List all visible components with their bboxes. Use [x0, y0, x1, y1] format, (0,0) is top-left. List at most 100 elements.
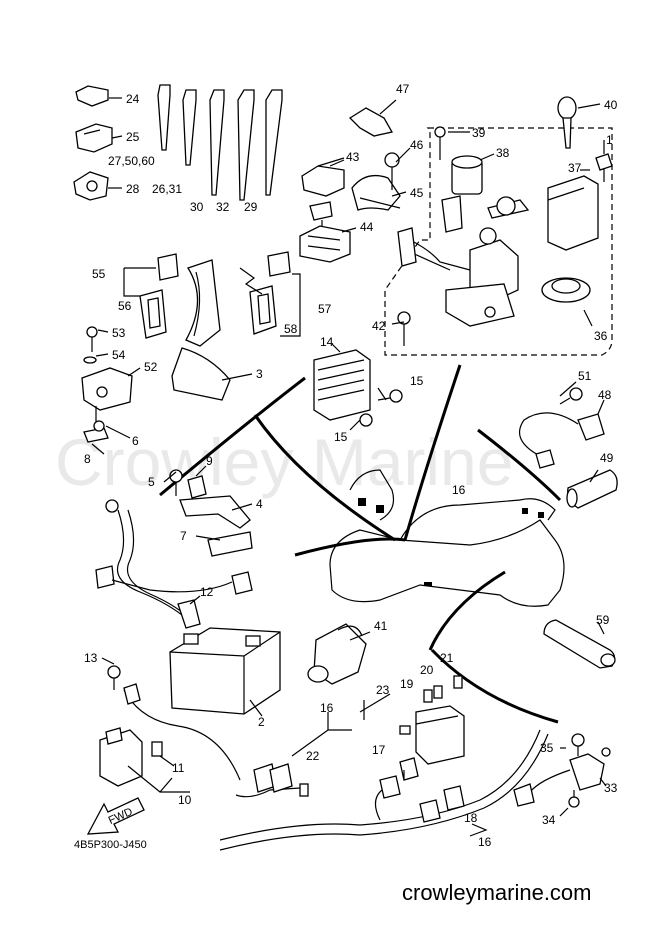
callout-brackets	[127, 693, 488, 837]
main-switch-group	[384, 126, 613, 356]
callout-47: 47	[396, 82, 410, 96]
screw-1	[595, 153, 613, 182]
site-url: crowleymarine.com	[402, 880, 592, 905]
clamp-47	[348, 99, 397, 137]
callout-54: 54	[112, 348, 126, 362]
callout-1: 1	[606, 133, 613, 147]
section-dividers	[159, 364, 562, 724]
screw-46	[384, 152, 400, 190]
callout-23: 23	[376, 683, 390, 697]
callout-28: 28	[126, 182, 140, 196]
callout-32: 32	[216, 200, 230, 214]
callout-27: 27,50,60	[108, 154, 155, 168]
callout-44: 44	[360, 220, 374, 234]
callout-52: 52	[144, 360, 158, 374]
callout-16a: 16	[452, 483, 466, 497]
callout-59: 59	[596, 613, 610, 627]
sensor-48	[519, 387, 605, 469]
callout-15b: 15	[334, 430, 348, 444]
fuse-box-19	[399, 675, 465, 765]
fwd-label: FWD	[107, 806, 135, 827]
callout-49: 49	[600, 451, 614, 465]
callout-38: 38	[496, 146, 510, 160]
relay-bracket-group	[123, 251, 301, 401]
callout-45: 45	[410, 186, 424, 200]
callout-7: 7	[180, 529, 187, 543]
callout-3: 3	[256, 367, 263, 381]
sensor-33	[513, 733, 611, 808]
callout-34: 34	[542, 813, 556, 827]
connector-mark	[538, 512, 544, 518]
callout-48: 48	[598, 388, 612, 402]
callout-6: 6	[132, 434, 139, 448]
callout-16c: 16	[478, 835, 492, 849]
battery-2	[169, 627, 281, 715]
callout-4: 4	[256, 497, 263, 511]
callout-36: 36	[594, 329, 608, 343]
callout-29: 29	[244, 200, 258, 214]
callout-labels: 24 25 27,50,60 28 26,31 30 32 29 47 43 4…	[84, 82, 618, 849]
tube-59	[543, 619, 616, 669]
callout-16b: 16	[320, 701, 334, 715]
callout-57: 57	[318, 302, 332, 316]
callout-19: 19	[400, 677, 414, 691]
callout-33: 33	[604, 781, 618, 795]
motorcycle-outline	[329, 469, 565, 607]
clip-24	[75, 85, 122, 107]
connector-44	[299, 201, 351, 263]
callout-55: 55	[92, 267, 106, 281]
callout-11: 11	[172, 761, 185, 775]
bracket-45	[351, 174, 401, 211]
callout-30: 30	[190, 200, 204, 214]
callout-24: 24	[126, 92, 140, 106]
callout-10: 10	[178, 793, 192, 807]
battery-bracket-4	[169, 469, 253, 557]
watermark-text: Crowley Marine	[55, 425, 513, 499]
regulator-14	[313, 349, 403, 427]
callout-9: 9	[206, 454, 213, 468]
callout-21: 21	[440, 651, 454, 665]
callout-43: 43	[346, 150, 360, 164]
callout-2: 2	[258, 715, 265, 729]
clip-25	[75, 123, 123, 153]
connector-mark	[424, 582, 432, 586]
starter-relay-10	[99, 665, 241, 787]
tube-49	[566, 469, 618, 509]
callout-15a: 15	[410, 374, 424, 388]
callout-58: 58	[284, 322, 298, 336]
sensor-41	[307, 623, 367, 685]
battery-cables	[95, 499, 253, 629]
connector-mark	[376, 505, 384, 513]
cable-ties	[157, 84, 283, 201]
callout-18: 18	[464, 811, 478, 825]
callout-20: 20	[420, 663, 434, 677]
key-40	[557, 96, 577, 149]
mount-parts-52	[81, 326, 133, 443]
callout-40: 40	[604, 98, 618, 112]
callout-41: 41	[374, 619, 388, 633]
callout-42: 42	[372, 319, 386, 333]
connector-mark	[522, 508, 528, 514]
connector-mark	[358, 498, 366, 506]
callout-5: 5	[148, 475, 155, 489]
callout-39: 39	[472, 126, 486, 140]
callout-51: 51	[578, 369, 592, 383]
callout-25: 25	[126, 130, 140, 144]
callout-17: 17	[372, 743, 386, 757]
callout-22: 22	[306, 749, 320, 763]
callout-14: 14	[320, 335, 334, 349]
callout-13: 13	[84, 651, 98, 665]
callout-37: 37	[568, 161, 582, 175]
callout-26: 26,31	[152, 182, 182, 196]
callout-8: 8	[84, 452, 91, 466]
leader-lines	[91, 103, 607, 817]
diagram-code: 4B5P300-J450	[74, 839, 147, 851]
clip-28	[73, 171, 122, 201]
callout-53: 53	[112, 326, 126, 340]
connector-43	[301, 157, 345, 197]
callout-56: 56	[118, 299, 132, 313]
callout-12: 12	[200, 585, 214, 599]
callout-46: 46	[410, 138, 424, 152]
fwd-arrow: FWD	[86, 797, 145, 835]
